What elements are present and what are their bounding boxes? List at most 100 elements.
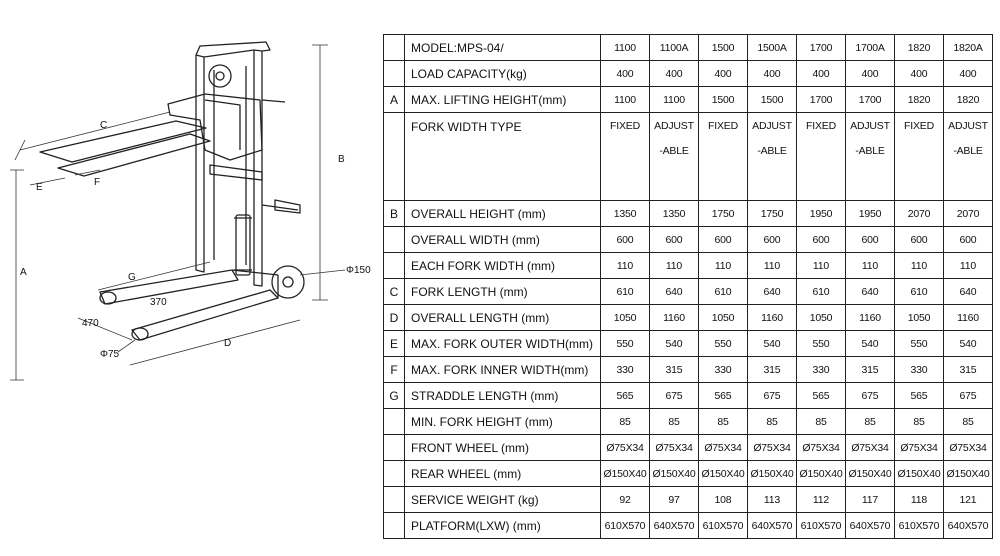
value-cell: 110 <box>600 252 650 279</box>
label-E: E <box>36 182 43 193</box>
dim-470-line <box>77 317 133 341</box>
row-code <box>383 112 405 201</box>
value-line-2: -ABLE <box>855 145 885 157</box>
value-cell: 550 <box>600 330 650 357</box>
value-cell: Ø150X40 <box>649 460 699 487</box>
value-line-1: FIXED <box>610 120 640 132</box>
value-line-1: ADJUST <box>654 120 694 132</box>
value-cell: 600 <box>845 226 895 253</box>
row-code: E <box>383 330 405 357</box>
row-label: MAX. FORK OUTER WIDTH(mm) <box>404 330 601 357</box>
value-line-1: ADJUST <box>948 120 988 132</box>
value-cell: 315 <box>649 356 699 383</box>
value-cell: Ø150X40 <box>747 460 797 487</box>
value-cell: 85 <box>698 408 748 435</box>
row-label: FORK LENGTH (mm) <box>404 278 601 305</box>
value-cell: 540 <box>747 330 797 357</box>
label-B: B <box>338 154 345 165</box>
row-label: SERVICE WEIGHT (kg) <box>404 486 601 513</box>
fork-lower <box>57 133 211 177</box>
row-code: B <box>383 200 405 227</box>
front-wheel-2 <box>131 327 149 341</box>
value-cell: 640X570 <box>845 512 895 539</box>
value-cell: 108 <box>698 486 748 513</box>
value-cell: 1350 <box>649 200 699 227</box>
value-cell: 610X570 <box>600 512 650 539</box>
value-cell: 640 <box>943 278 993 305</box>
value-cell: 2070 <box>943 200 993 227</box>
value-cell: 610 <box>796 278 846 305</box>
value-cell: 600 <box>600 226 650 253</box>
value-cell: Ø75X34 <box>943 434 993 461</box>
value-cell: 565 <box>698 382 748 409</box>
value-cell: 85 <box>649 408 699 435</box>
handle <box>261 99 301 214</box>
value-cell: 675 <box>649 382 699 409</box>
shelf <box>209 164 263 181</box>
row-code <box>383 486 405 513</box>
model-number: 1500 <box>698 34 748 61</box>
row-label: STRADDLE LENGTH (mm) <box>404 382 601 409</box>
value-cell: 1350 <box>600 200 650 227</box>
value-cell: 675 <box>943 382 993 409</box>
value-cell: 400 <box>649 60 699 87</box>
value-cell: 600 <box>943 226 993 253</box>
value-cell: 1700 <box>845 86 895 113</box>
value-cell: 400 <box>698 60 748 87</box>
label-470: 470 <box>82 318 99 329</box>
row-label: OVERALL LENGTH (mm) <box>404 304 601 331</box>
fork-upper <box>39 120 207 163</box>
value-cell: FIXED <box>600 112 650 201</box>
value-cell: Ø75X34 <box>796 434 846 461</box>
value-cell: 610 <box>698 278 748 305</box>
value-cell: 1500 <box>747 86 797 113</box>
model-number: 1500A <box>747 34 797 61</box>
value-cell: 610 <box>894 278 944 305</box>
label-75: Φ75 <box>100 349 120 360</box>
value-cell: 1100 <box>649 86 699 113</box>
value-cell: 600 <box>698 226 748 253</box>
value-cell: FIXED <box>796 112 846 201</box>
value-cell: 330 <box>600 356 650 383</box>
row-code: D <box>383 304 405 331</box>
row-label: OVERALL HEIGHT (mm) <box>404 200 601 227</box>
row-code: A <box>383 86 405 113</box>
value-cell: Ø75X34 <box>600 434 650 461</box>
mast-top-beam <box>195 41 271 58</box>
value-line-1: ADJUST <box>752 120 792 132</box>
value-line-1: ADJUST <box>850 120 890 132</box>
value-cell: Ø150X40 <box>698 460 748 487</box>
row-code: F <box>383 356 405 383</box>
row-code <box>383 60 405 87</box>
model-label: MODEL:MPS-04/ <box>404 34 601 61</box>
value-cell: 610 <box>600 278 650 305</box>
value-cell: 400 <box>796 60 846 87</box>
value-cell: 600 <box>747 226 797 253</box>
value-cell: 1750 <box>747 200 797 227</box>
front-wheel-1 <box>99 291 117 305</box>
row-code <box>383 252 405 279</box>
value-cell: 110 <box>894 252 944 279</box>
value-cell: Ø75X34 <box>698 434 748 461</box>
value-cell: 85 <box>747 408 797 435</box>
value-cell: 675 <box>845 382 895 409</box>
value-cell: 540 <box>943 330 993 357</box>
value-cell: 540 <box>649 330 699 357</box>
value-cell: 640X570 <box>943 512 993 539</box>
value-cell: 1160 <box>943 304 993 331</box>
value-cell: 565 <box>600 382 650 409</box>
value-cell: 110 <box>649 252 699 279</box>
fork-carriage <box>167 93 263 161</box>
value-cell: 110 <box>747 252 797 279</box>
value-cell: ADJUST -ABLE <box>845 112 895 201</box>
value-cell: 1050 <box>698 304 748 331</box>
